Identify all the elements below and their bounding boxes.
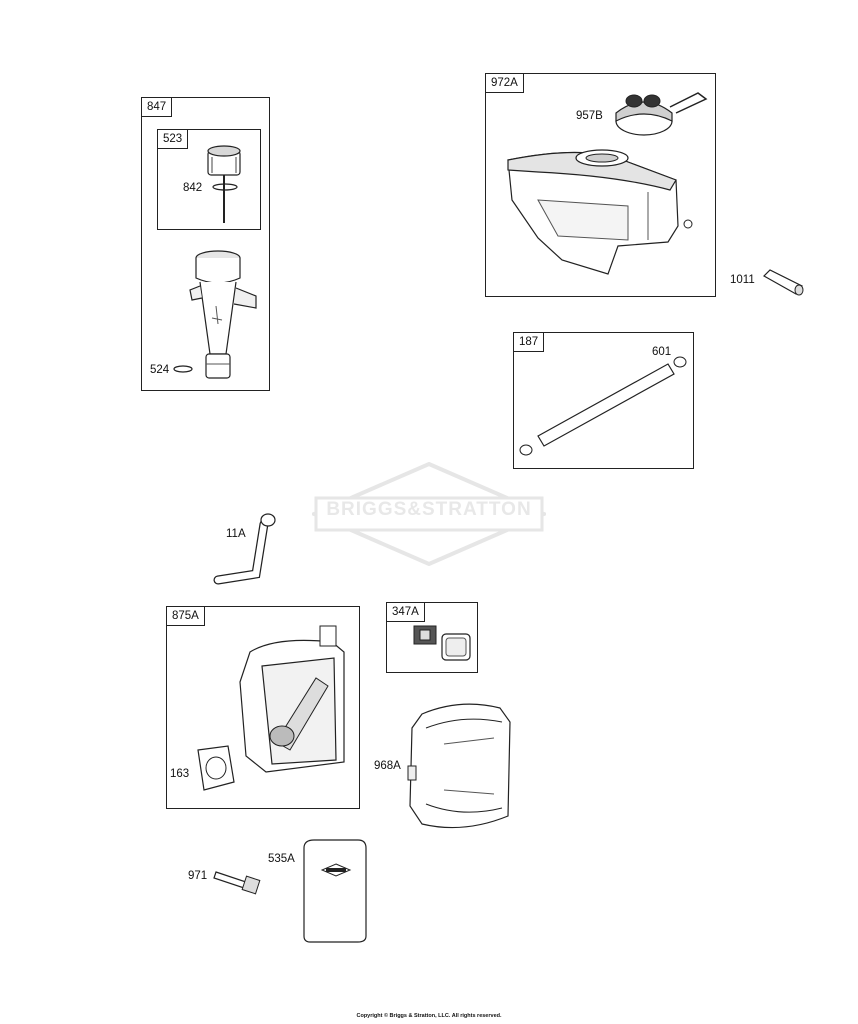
gasket-163-icon[interactable] — [192, 742, 238, 794]
breather-tube-11A-icon[interactable] — [206, 508, 282, 594]
callout-535A[interactable]: 535A — [268, 853, 295, 865]
group-187-frame: 187 — [513, 332, 694, 469]
group-847-frame: 847 — [141, 97, 270, 391]
group-972A-frame: 972A — [485, 73, 716, 297]
group-875A-frame: 875A — [166, 606, 360, 809]
callout-842[interactable]: 842 — [183, 182, 203, 194]
group-187-tag[interactable]: 187 — [513, 332, 545, 352]
fuel-line-601-icon[interactable] — [514, 350, 694, 470]
callout-11A[interactable]: 11A — [226, 528, 246, 540]
callout-968A[interactable]: 968A — [374, 760, 401, 772]
o-ring-524-icon[interactable] — [172, 364, 194, 374]
callout-163[interactable]: 163 — [170, 768, 190, 780]
callout-957B[interactable]: 957B — [576, 110, 603, 122]
group-972A-tag[interactable]: 972A — [485, 73, 524, 93]
callout-601[interactable]: 601 — [652, 346, 672, 358]
group-523-tag[interactable]: 523 — [157, 129, 189, 149]
dipstick-cap-icon[interactable] — [200, 143, 250, 225]
air-cleaner-cover-968A-icon[interactable] — [404, 694, 516, 838]
group-347A-tag[interactable]: 347A — [386, 602, 425, 622]
engine-cover-535A-icon[interactable] — [300, 838, 370, 946]
group-847-tag[interactable]: 847 — [141, 97, 173, 117]
group-523-frame: 523 — [157, 129, 261, 230]
fuel-tank-icon[interactable] — [498, 140, 698, 286]
air-cleaner-base-icon[interactable] — [236, 622, 354, 782]
fuel-cap-icon[interactable] — [612, 87, 712, 145]
fuel-hose-1011-icon[interactable] — [758, 268, 808, 302]
callout-524[interactable]: 524 — [150, 364, 170, 376]
oil-fill-tube-icon[interactable] — [186, 246, 266, 386]
screw-971-icon[interactable] — [212, 866, 262, 896]
group-347A-frame: 347A — [386, 602, 478, 673]
watermark-text: BRIGGS&STRATTON — [326, 499, 532, 520]
callout-971[interactable]: 971 — [188, 870, 208, 882]
watermark-diamond-icon — [308, 461, 550, 567]
callout-1011[interactable]: 1011 — [730, 274, 755, 286]
briggs-stratton-watermark: BRIGGS&STRATTON — [308, 461, 550, 571]
air-filter-347A-icon[interactable] — [406, 620, 476, 666]
copyright-notice: Copyright © Briggs & Stratton, LLC. All … — [356, 1013, 502, 1019]
group-875A-tag[interactable]: 875A — [166, 606, 205, 626]
